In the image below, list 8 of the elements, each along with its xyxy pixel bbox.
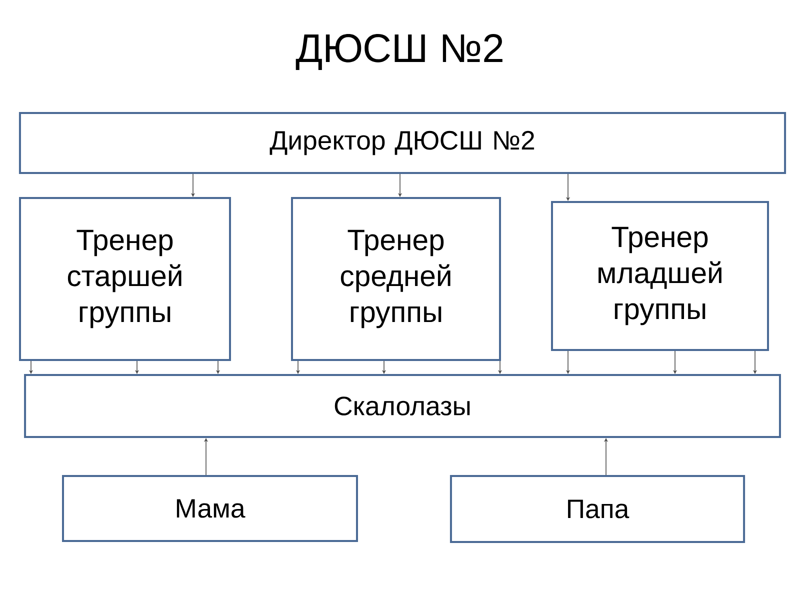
person-box: Папа bbox=[450, 475, 746, 543]
title: ДЮСШ №2 bbox=[296, 34, 502, 70]
coach-box: Тренер младшей группы bbox=[551, 201, 769, 351]
person-box: Мама bbox=[62, 474, 358, 542]
coach-box: Тренер старшей группы bbox=[19, 197, 231, 361]
group-box: Скалолазы bbox=[24, 374, 781, 438]
director-box: Директор ДЮСШ №2 bbox=[18, 112, 786, 174]
coach-box: Тренер средней группы bbox=[291, 197, 501, 361]
